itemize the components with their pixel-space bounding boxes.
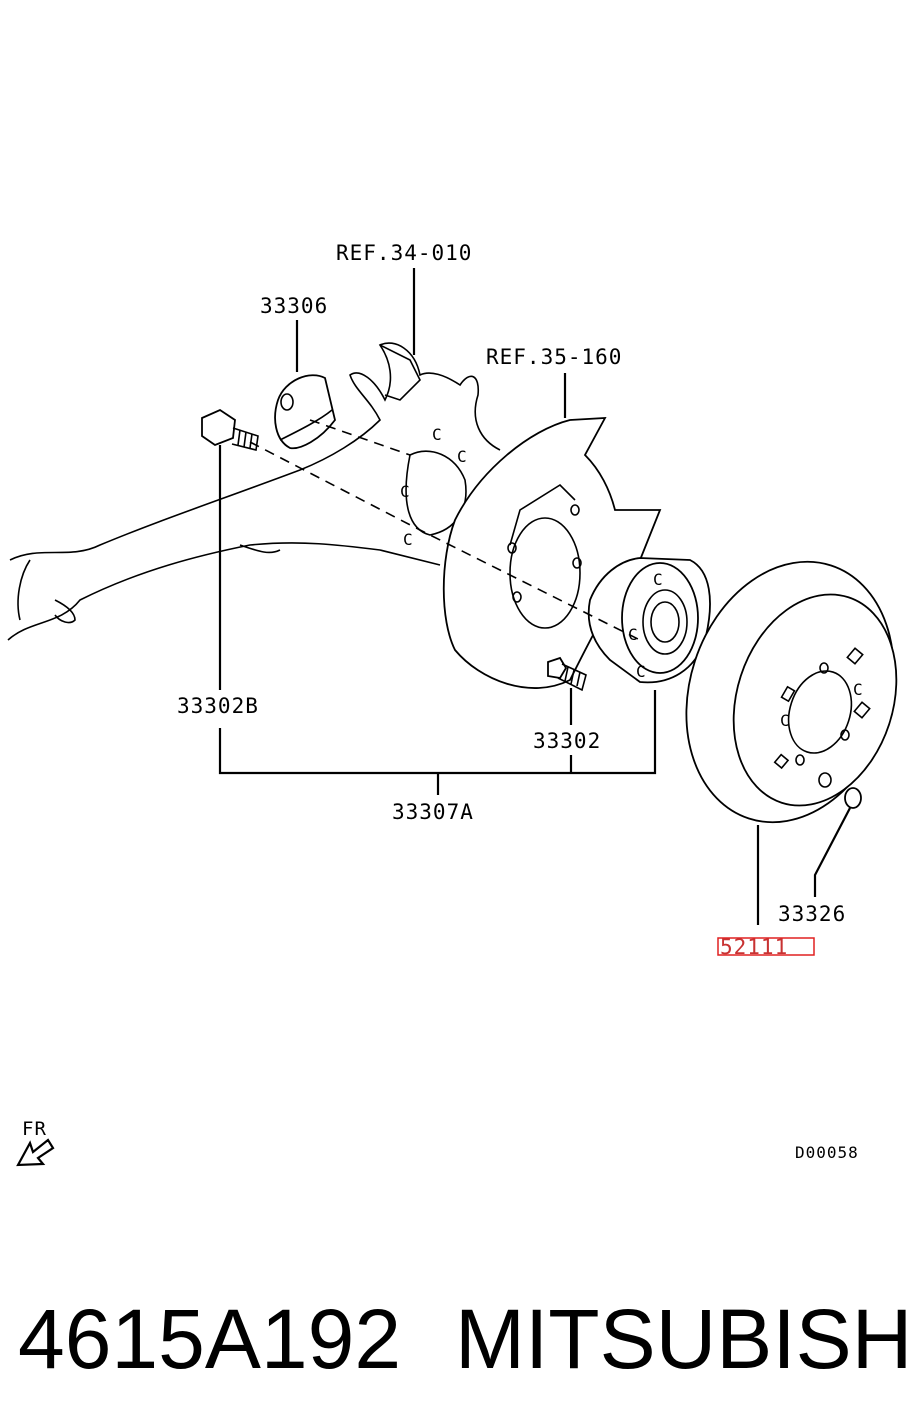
bolt-33302b — [201, 408, 259, 451]
nut-33326 — [844, 787, 862, 809]
label-33306: 33306 — [260, 294, 328, 318]
knuckle-mark-c2: C — [400, 482, 411, 501]
knuckle-mark-c1: C — [432, 425, 443, 444]
part-number: 4615A192 — [18, 1292, 401, 1386]
direction-label: FR — [22, 1118, 47, 1140]
hub-mark-c1: C — [653, 570, 664, 589]
disc-mark-c1: C — [853, 680, 864, 699]
front-arrow-icon — [16, 1138, 55, 1167]
disc-mark-c2: C — [780, 711, 791, 730]
hub-mark-c3: C — [636, 662, 647, 681]
label-33302b: 33302B — [177, 694, 259, 718]
label-ref-35-160: REF.35-160 — [486, 345, 622, 369]
label-33307a: 33307A — [392, 800, 474, 824]
label-52111: 52111 — [720, 935, 788, 959]
cap-33306 — [274, 374, 336, 450]
hub-mark-c2: C — [628, 625, 639, 644]
brake-disc-52111: C C — [685, 560, 898, 824]
hub-33307a: C C C — [587, 557, 711, 684]
label-33302: 33302 — [533, 729, 601, 753]
assembly-axis — [249, 441, 641, 641]
knuckle-mark-c3: C — [403, 530, 414, 549]
hub-bolt-33302 — [547, 656, 587, 692]
cap-axis — [309, 419, 411, 456]
leader-lines — [218, 268, 851, 925]
trailing-arm: C C C C — [7, 342, 501, 641]
diagram-code: D00058 — [795, 1143, 859, 1162]
knuckle-mark-c4: C — [457, 447, 468, 466]
label-33326: 33326 — [778, 902, 846, 926]
label-ref-34-010: REF.34-010 — [336, 241, 472, 265]
brand-name: MITSUBISHI — [455, 1292, 909, 1386]
highlight-box-52111 — [717, 937, 815, 956]
